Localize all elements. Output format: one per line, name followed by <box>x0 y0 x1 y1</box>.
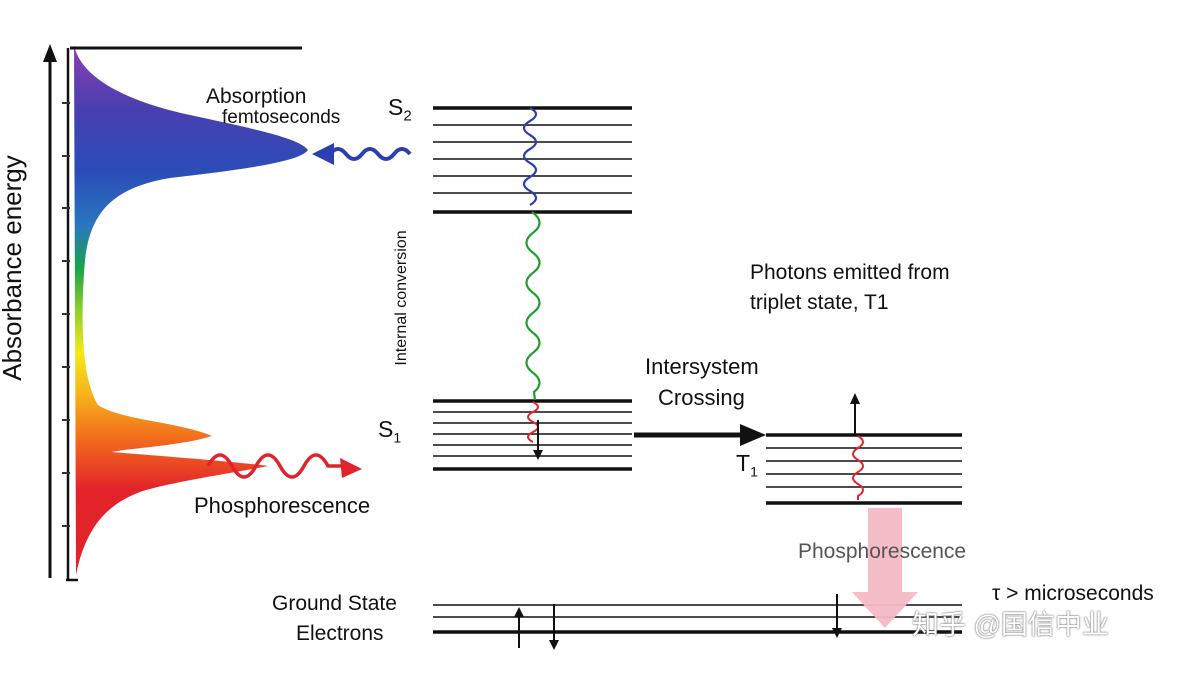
photons-emitted-line1: Photons emitted from <box>750 261 950 284</box>
absorption-arrowhead <box>312 143 334 165</box>
ground-up-arrowhead <box>514 607 524 617</box>
intersystem-line2: Crossing <box>658 385 745 410</box>
absorption-label: Absorption <box>206 85 307 108</box>
s2-levels <box>433 106 632 214</box>
y-axis-label: Absorbance energy <box>0 155 27 381</box>
s1-label: S1 <box>378 418 401 445</box>
s1-label-sub: 1 <box>393 429 402 446</box>
y-axis-arrowhead <box>43 44 57 62</box>
t1-relaxation-wave <box>852 435 864 500</box>
emission-arrow <box>852 508 918 628</box>
ground-state-line1: Ground State <box>272 592 397 615</box>
tau-label: τ > microseconds <box>992 582 1154 605</box>
photons-emitted-line2: triplet state, T1 <box>750 291 889 314</box>
t1-up-arrowhead <box>850 393 860 404</box>
s1-relaxation-wave <box>527 401 539 443</box>
ground-down-arrowhead <box>549 640 559 650</box>
phosphorescence-right-label: Phosphorescence <box>798 540 967 563</box>
intersystem-line1: Intersystem <box>645 354 759 379</box>
t1-levels <box>766 433 962 505</box>
ground-down-arrowhead-right <box>832 628 842 638</box>
internal-conversion-wave <box>525 211 541 401</box>
phosphorescence-arrowhead <box>340 458 362 478</box>
t1-label-sub: 1 <box>750 463 758 480</box>
ground-electron-arrows <box>518 594 838 648</box>
ground-state-line2: Electrons <box>296 622 384 645</box>
femtoseconds-label: femtoseconds <box>222 107 341 128</box>
absorption-photon-wave <box>328 147 412 161</box>
phosphorescence-photon-wave <box>206 453 342 479</box>
s2-relaxation-wave <box>522 107 538 206</box>
intersystem-arrowhead <box>740 424 766 446</box>
s1-label-main: S <box>378 416 394 442</box>
watermark: 知乎 @国信中业 <box>912 610 1109 640</box>
phosphorescence-left-label: Phosphorescence <box>194 493 371 518</box>
y-axis-ticks <box>62 102 70 527</box>
s2-label-main: S <box>388 94 404 120</box>
absorbance-spectrum <box>74 45 308 575</box>
internal-conversion-label: Internal conversion <box>393 230 410 366</box>
t1-label-main: T <box>736 450 751 476</box>
s1-down-arrowhead <box>533 450 543 460</box>
t1-label: T1 <box>736 452 758 479</box>
s2-label: S2 <box>388 96 412 124</box>
s2-label-sub: 2 <box>403 107 412 125</box>
